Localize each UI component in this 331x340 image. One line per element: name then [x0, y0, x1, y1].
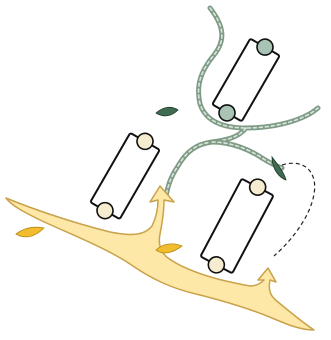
dashed-curve [273, 162, 316, 257]
yellow-drop-center [155, 243, 183, 254]
yellow-axon [5, 185, 315, 331]
green-branch-dash [165, 7, 319, 197]
yellow-axon-body [5, 185, 315, 331]
green-drop-right [271, 155, 287, 181]
cylinder-left [90, 132, 160, 220]
cylinder-end-top [256, 38, 274, 56]
cylinder-end-bottom [207, 256, 226, 274]
cylinder-end-top [136, 132, 154, 151]
green-drop-left [155, 106, 179, 117]
cylinder-top-right [212, 38, 280, 122]
cylinder-bottom-right [200, 178, 274, 274]
green-branch-lower-outline [209, 139, 285, 171]
yellow-drop-left [15, 226, 45, 238]
cylinder-end-bottom [218, 104, 236, 122]
drops [15, 106, 287, 254]
cylinder-end-bottom [96, 201, 114, 220]
cylinder-end-top [248, 178, 267, 196]
